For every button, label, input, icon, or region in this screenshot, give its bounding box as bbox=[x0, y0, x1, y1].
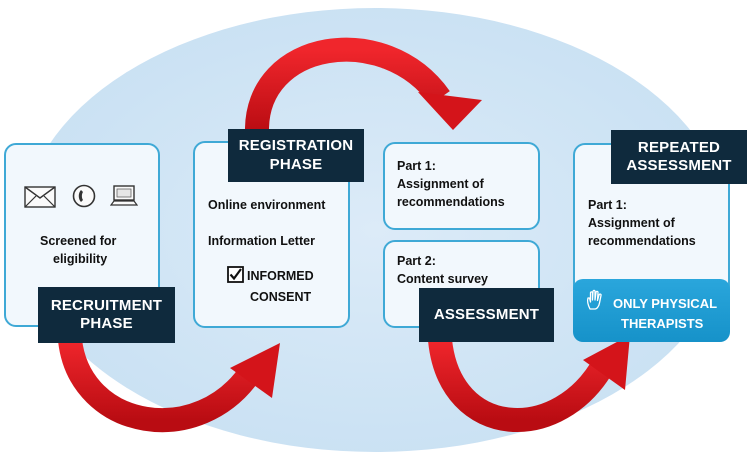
assessment-part1-card bbox=[383, 142, 540, 230]
arrow-recruitment-to-registration bbox=[58, 338, 280, 433]
eligibility-line: eligibility bbox=[53, 252, 108, 267]
online-environment-text: Online environment bbox=[208, 198, 326, 212]
part1-line1: Assignment of bbox=[397, 177, 484, 192]
highlight-line2: THERAPISTS bbox=[621, 316, 704, 331]
assessment-label: ASSESSMENT bbox=[419, 288, 554, 342]
registration-title-line1: REGISTRATION bbox=[238, 137, 354, 155]
assessment-part2-text: Part 2: Content survey bbox=[397, 252, 488, 288]
recruitment-phase-label: RECRUITMENT PHASE bbox=[38, 287, 175, 343]
repeated-title-line1: REPEATED bbox=[637, 138, 721, 156]
part2-heading: Part 2: bbox=[397, 254, 436, 268]
informed-consent-text: INFORMED bbox=[247, 267, 314, 285]
repeated-title-line2: ASSESSMENT bbox=[626, 157, 732, 174]
envelope-icon bbox=[24, 186, 56, 208]
recruitment-title-line2: PHASE bbox=[80, 315, 133, 332]
part1-line2: recommendations bbox=[397, 195, 505, 210]
repeated-part1-line1: Assignment of bbox=[588, 216, 675, 231]
laptop-icon bbox=[110, 185, 138, 206]
screened-line: Screened for bbox=[40, 234, 117, 248]
repeated-part1-heading: Part 1: bbox=[588, 198, 627, 212]
information-letter-text: Information Letter bbox=[208, 234, 315, 248]
phone-icon bbox=[72, 184, 96, 208]
assessment-title: ASSESSMENT bbox=[433, 305, 540, 323]
hand-icon bbox=[586, 289, 602, 310]
only-physical-therapists-box: ONLY PHYSICAL THERAPISTS bbox=[573, 279, 730, 342]
repeated-part1-text: Part 1: Assignment of recommendations bbox=[588, 196, 696, 250]
registration-title-line2: PHASE bbox=[269, 155, 323, 173]
arrow-assessment-to-repeated bbox=[428, 335, 630, 432]
registration-phase-label: REGISTRATION PHASE bbox=[228, 129, 364, 182]
consent-line: CONSENT bbox=[250, 290, 312, 304]
checked-box-icon bbox=[227, 266, 244, 283]
highlight-line1: ONLY PHYSICAL bbox=[613, 296, 718, 311]
arrow-registration-to-assessment bbox=[244, 37, 482, 133]
informed-line: INFORMED bbox=[247, 269, 314, 283]
repeated-part1-line2: recommendations bbox=[588, 234, 696, 249]
part1-heading: Part 1: bbox=[397, 159, 436, 173]
recruitment-text: Screened for eligibility bbox=[40, 232, 140, 268]
assessment-part1-text: Part 1: Assignment of recommendations bbox=[397, 157, 505, 211]
part2-line1: Content survey bbox=[397, 272, 488, 287]
repeated-assessment-label: REPEATED ASSESSMENT bbox=[611, 130, 747, 184]
recruitment-title-line1: RECRUITMENT bbox=[50, 296, 163, 314]
